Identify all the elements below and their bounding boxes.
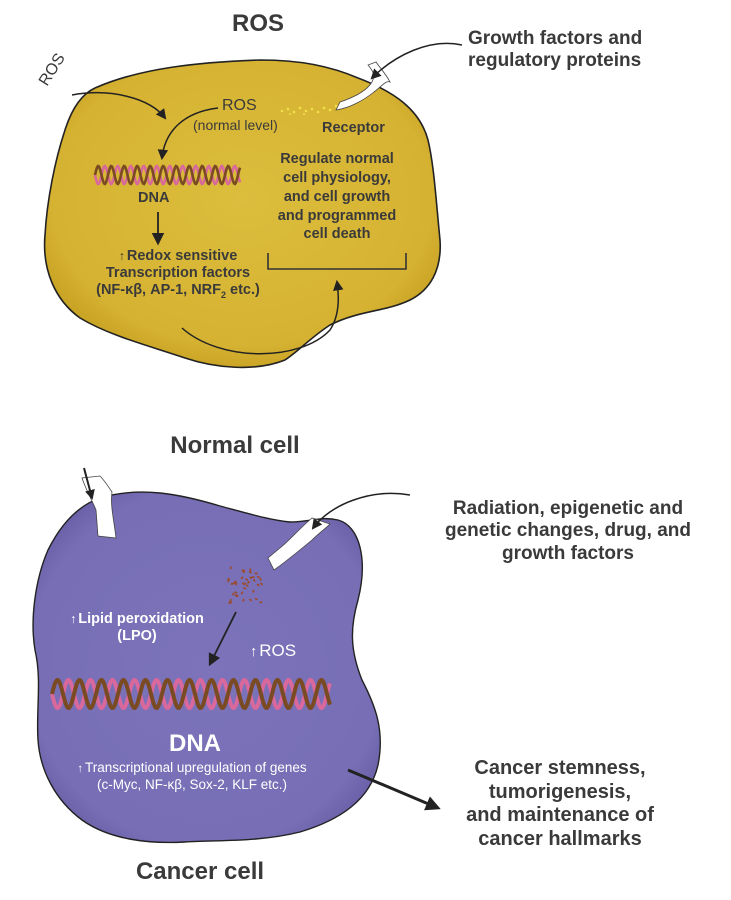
cancer-ros-label: ↑ROS (250, 641, 297, 660)
tf-to-outcome-arrow (181, 279, 344, 355)
lipid-particle (252, 589, 255, 593)
lipid-particle (247, 581, 250, 584)
lipid-particle (242, 598, 245, 602)
cancer-outcome-line: cancer hallmarks (478, 827, 642, 850)
normal-outcome-text: Regulate normal cell physiology, and cel… (266, 150, 408, 244)
outcome-line: cell death (303, 226, 371, 243)
up-arrow-icon: ↑ (250, 644, 258, 660)
lipid-particle (243, 587, 247, 590)
upregulation-line-1: ↑Transcriptional upregulation of genes (77, 760, 307, 775)
lipid-particle (229, 600, 233, 604)
ros-to-dna-arrow (157, 107, 219, 161)
inner-ros-sublabel: (normal level) (193, 117, 278, 133)
lipid-particle (260, 582, 263, 586)
title-ros: ROS (231, 10, 284, 37)
lipid-particle (256, 583, 260, 587)
dna-strand-brown (93, 164, 242, 186)
lipid-particle (230, 582, 234, 585)
lipid-particle (254, 572, 258, 575)
lipid-particle (259, 577, 262, 581)
outcome-line: Regulate normal (280, 151, 394, 167)
lipid-particle (245, 584, 249, 587)
cancer-signal-label: Radiation, epigenetic and genetic change… (418, 498, 718, 565)
outcome-bracket (267, 253, 407, 270)
up-arrow-icon: ↑ (70, 612, 77, 626)
cancer-dna-helix (50, 678, 332, 710)
lipid-particle (232, 592, 235, 596)
cancer-dna-label: DNA (169, 730, 221, 757)
dna-strand-pink (93, 164, 242, 186)
signal-line: growth factors (502, 542, 634, 564)
up-arrow-icon: ↑ (77, 763, 84, 775)
lpo-line-1: ↑Lipid peroxidation (70, 611, 204, 627)
up-arrow-icon: ↑ (118, 249, 125, 263)
lipid-particle (248, 570, 252, 574)
lipid-particle (229, 566, 232, 570)
lipid-particle (240, 576, 244, 580)
lipid-particle (242, 582, 245, 586)
lipid-particle (240, 591, 244, 595)
lipid-particle (234, 580, 237, 584)
outcome-line: and cell growth (283, 188, 391, 205)
normal-dna-helix (93, 164, 242, 186)
lipid-particle (235, 582, 238, 586)
transcription-factors-text: ↑Redox sensitive Transcription factors (… (78, 248, 278, 301)
lipid-particle (249, 598, 252, 602)
growth-factors-line-1: Growth factors and (468, 28, 643, 49)
cancer-outcome-text: Cancer stemness, tumorigenesis, and main… (440, 757, 680, 851)
tf-line-2: Transcription factors (105, 265, 251, 282)
cancer-outcome-line: tumorigenesis, (488, 780, 632, 803)
cancer-left-arrow (83, 467, 95, 500)
lipid-particle (245, 578, 249, 581)
lipid-particle (234, 591, 238, 594)
cancer-outcome-line: and maintenance of (466, 804, 654, 827)
growth-factor-arrow (370, 42, 463, 80)
lipid-particle (256, 576, 261, 578)
signal-line: genetic changes, drug, and (445, 520, 691, 542)
particles-to-dna-arrow (208, 611, 237, 667)
lipid-particle (253, 578, 256, 582)
growth-factors-label: Growth factors and regulatory proteins (468, 28, 642, 73)
lpo-line-2: (LPO) (117, 628, 157, 645)
growth-factors-line-2: regulatory proteins (468, 50, 642, 72)
cancer-outcome-arrow (347, 768, 441, 811)
upregulation-line-2: (c-Myc, NF-κβ, Sox-2, KLF etc.) (96, 776, 288, 792)
lipid-particle (242, 570, 246, 574)
signal-line: Radiation, epigenetic and (452, 498, 684, 519)
normal-cell-caption: Normal cell (170, 432, 300, 459)
lipid-particle (254, 597, 258, 601)
lipid-particle (235, 595, 239, 598)
cancer-cell-caption: Cancer cell (135, 858, 265, 885)
external-ros-arrow (71, 92, 167, 120)
lpo-label: ↑Lipid peroxidation (LPO) (52, 611, 222, 645)
outcome-line: cell physiology, (283, 169, 391, 186)
receptor-label: Receptor (322, 120, 385, 136)
cancer-cell-body (32, 491, 381, 844)
lipid-particle (227, 579, 230, 583)
receptor-glow-icon (280, 104, 338, 115)
cancer-outcome-line: Cancer stemness, (474, 757, 646, 779)
inner-ros-label: ROS (222, 97, 257, 114)
lipid-particle (249, 568, 252, 572)
lipid-particles-icon (227, 566, 263, 604)
lipid-particle (259, 601, 263, 604)
cancer-signal-arrow (311, 492, 411, 530)
normal-dna-label: DNA (138, 190, 170, 206)
outcome-line: and programmed (277, 207, 397, 224)
transcription-upregulation-text: ↑Transcriptional upregulation of genes (… (32, 760, 352, 792)
tf-line-3: (NF-κβ, AP-1, NRF2 etc.) (96, 282, 260, 301)
dna-strand-brown (50, 678, 332, 710)
tf-line-1: ↑Redox sensitive (118, 248, 238, 264)
cancer-receptor-right-icon (267, 517, 331, 571)
lipid-particle (251, 576, 255, 579)
